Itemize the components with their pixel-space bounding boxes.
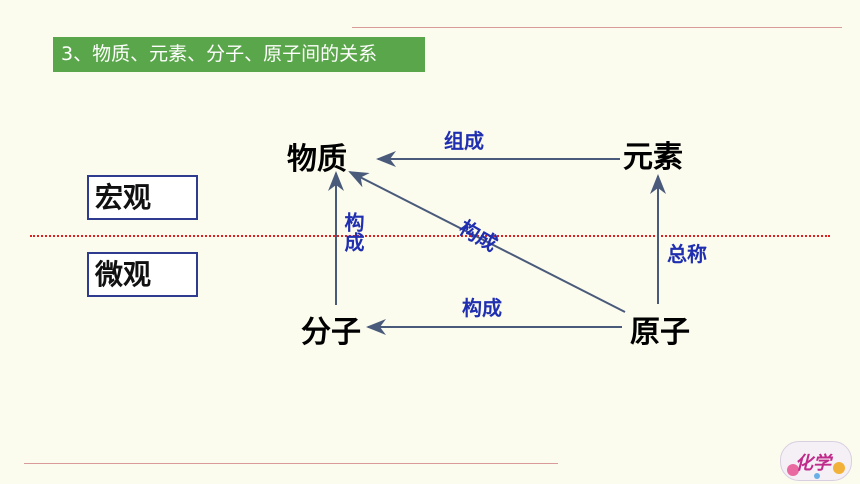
node-element: 元素 xyxy=(623,140,683,175)
micro-level-box: 微观 xyxy=(87,252,198,297)
macro-micro-divider xyxy=(30,235,830,237)
macro-level-box: 宏观 xyxy=(87,175,198,220)
label-molecule-to-matter: 构成 xyxy=(341,212,365,252)
logo-text: 化学 xyxy=(795,453,834,474)
node-matter: 物质 xyxy=(287,142,347,177)
label-atom-to-element: 总称 xyxy=(667,242,707,266)
section-title: 3、物质、元素、分子、原子间的关系 xyxy=(53,37,425,72)
top-decor-line xyxy=(352,27,842,28)
label-element-to-matter: 组成 xyxy=(444,129,484,153)
label-atom-to-molecule: 构成 xyxy=(462,296,502,320)
chemistry-logo: 化学 xyxy=(780,441,852,481)
bottom-decor-line xyxy=(24,463,558,464)
node-atom: 原子 xyxy=(630,315,690,350)
node-molecule: 分子 xyxy=(301,315,361,350)
arrow-atom-to-matter xyxy=(348,171,626,313)
